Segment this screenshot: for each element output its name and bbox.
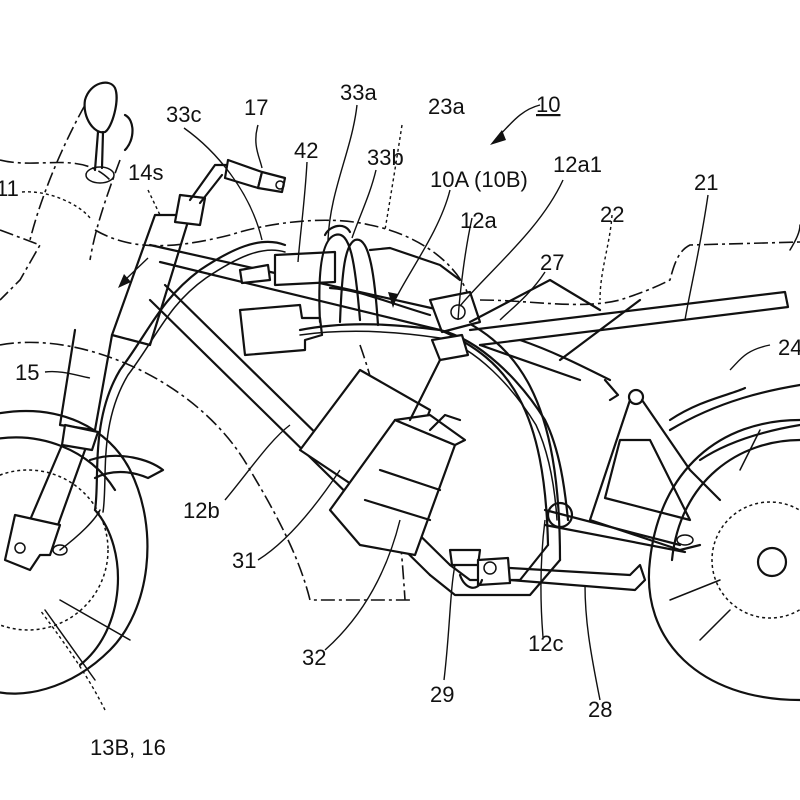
label-21: 21: [694, 170, 718, 195]
battery-pack: [298, 368, 467, 557]
rear-wheel: [647, 418, 800, 702]
swing-arm: [543, 378, 722, 554]
pivot-bolt: [546, 501, 574, 529]
handlebar-grip: [188, 158, 287, 205]
front-fork: [3, 193, 207, 572]
label-10a-10b: 10A (10B): [430, 167, 528, 192]
label-12c: 12c: [528, 631, 563, 656]
label-33a: 33a: [340, 80, 377, 105]
rear-fender: [668, 383, 800, 462]
arrow-10-head: [490, 130, 506, 145]
label-27: 27: [540, 250, 564, 275]
arrow-10a-head: [388, 292, 398, 308]
label-10: 10: [536, 92, 560, 117]
label-33c: 33c: [166, 102, 201, 127]
seat-rail: [468, 278, 790, 382]
label-28: 28: [588, 697, 612, 722]
controller-42: [238, 246, 462, 357]
label-11: 11: [0, 176, 19, 201]
leader-lines: [21, 104, 771, 711]
front-brake-disc-outline: [0, 469, 109, 631]
motor-unit-29: [448, 548, 512, 589]
label-12a: 12a: [460, 208, 497, 233]
label-42: 42: [294, 138, 318, 163]
mirror: [83, 81, 134, 184]
label-33b: 33b: [367, 145, 404, 170]
reference-labels: 10 11 14s 33c 17 42 33a 33b 23a 10A (10B…: [0, 80, 800, 760]
label-17: 17: [244, 95, 268, 120]
label-12b: 12b: [183, 498, 220, 523]
label-15: 15: [15, 360, 39, 385]
label-24: 24: [778, 335, 800, 360]
wiring-harness: [52, 224, 570, 556]
side-stand-28: [508, 563, 647, 592]
label-22: 22: [600, 202, 624, 227]
label-29: 29: [430, 682, 454, 707]
label-12a1: 12a1: [553, 152, 602, 177]
rear-sprocket-outline: [711, 501, 800, 619]
label-14s: 14s: [128, 160, 163, 185]
front-wheel: [0, 410, 165, 695]
arrow-14s-head: [118, 274, 131, 288]
label-13b-16: 13B, 16: [90, 735, 166, 760]
label-32: 32: [302, 645, 326, 670]
label-31: 31: [232, 548, 256, 573]
label-23a: 23a: [428, 94, 465, 119]
